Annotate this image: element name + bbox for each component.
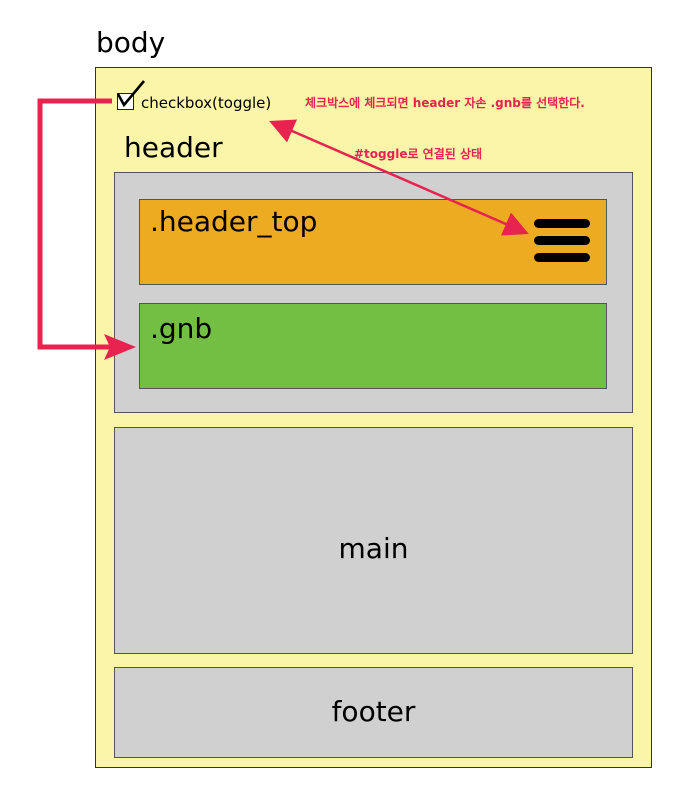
header-label: header — [124, 131, 223, 164]
hamburger-bar — [534, 236, 590, 245]
hamburger-bar — [534, 253, 590, 262]
note-toggle-link: #toggle로 연결된 상태 — [354, 147, 483, 161]
main-box — [114, 427, 633, 654]
hamburger-menu-icon[interactable] — [534, 219, 590, 263]
footer-box — [114, 667, 633, 758]
checkmark-icon — [116, 80, 145, 108]
note-select-gnb: 체크박스에 체크되면 header 자손 .gnb를 선택한다. — [305, 96, 585, 110]
main-label: main — [338, 532, 409, 565]
hamburger-bar — [534, 219, 590, 228]
gnb-box — [139, 303, 607, 389]
body-label: body — [96, 26, 166, 59]
gnb-label: .gnb — [150, 312, 213, 345]
checkbox-label: checkbox(toggle) — [141, 94, 272, 112]
footer-label: footer — [331, 695, 416, 728]
header-top-label: .header_top — [150, 205, 318, 238]
